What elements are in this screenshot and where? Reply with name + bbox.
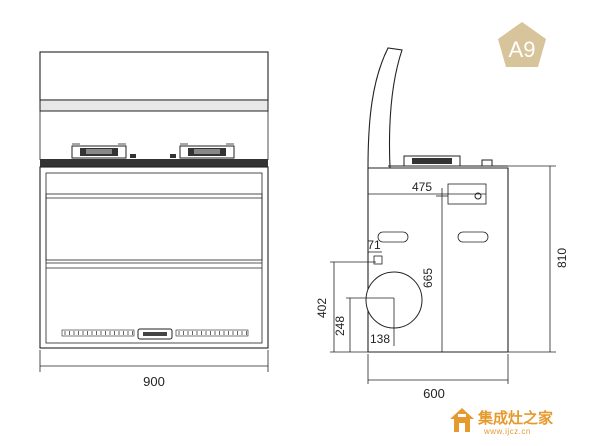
badge-label: A9 (509, 37, 536, 62)
dim-665-label: 665 (421, 268, 435, 288)
front-view: 900 (39, 51, 269, 389)
back-panel (39, 51, 269, 101)
side-slot-left (377, 231, 409, 243)
watermark-name: 集成灶之家 (477, 409, 553, 427)
dim-71-label: 71 (367, 238, 381, 252)
control-vents (61, 329, 249, 337)
dim-810: 810 (508, 165, 569, 353)
badge-pentagon (498, 22, 546, 67)
side-slot-right (457, 231, 489, 243)
dim-248: 248 (333, 297, 394, 352)
dim-600-label: 600 (423, 386, 445, 401)
cabinet-inner (45, 172, 263, 344)
front-width-label: 900 (143, 374, 165, 389)
gas-outlet (373, 255, 383, 265)
dim-138-label: 138 (370, 332, 390, 346)
burner-left (71, 143, 127, 159)
dim-810-label: 810 (555, 248, 569, 268)
watermark-url: www.ijcz.cn (483, 427, 531, 436)
burner-right (179, 143, 235, 159)
dim-475: 475 (368, 180, 486, 195)
dim-402-label: 402 (315, 298, 329, 318)
cabinet-body (39, 166, 269, 349)
dim-665: 665 (421, 268, 435, 288)
dim-475-label: 475 (412, 180, 432, 194)
house-icon (450, 408, 474, 432)
side-burner (403, 155, 493, 167)
knob-left (130, 154, 136, 158)
side-view: 475 71 665 402 248 138 (315, 47, 569, 401)
dim-138: 138 (370, 298, 395, 346)
side-curved-panel (367, 47, 403, 169)
dim-600: 600 (367, 354, 509, 401)
watermark: 集成灶之家 www.ijcz.cn (450, 408, 553, 436)
hood-strip (39, 99, 269, 112)
dim-402: 402 (315, 261, 376, 353)
model-badge: A9 (498, 22, 546, 67)
dim-248-label: 248 (333, 316, 347, 336)
upper-drawer (45, 193, 263, 261)
dim-71: 71 (367, 238, 382, 253)
front-width-dimension: 900 (39, 350, 269, 389)
knob-right (170, 154, 176, 158)
cooktop (40, 159, 268, 167)
